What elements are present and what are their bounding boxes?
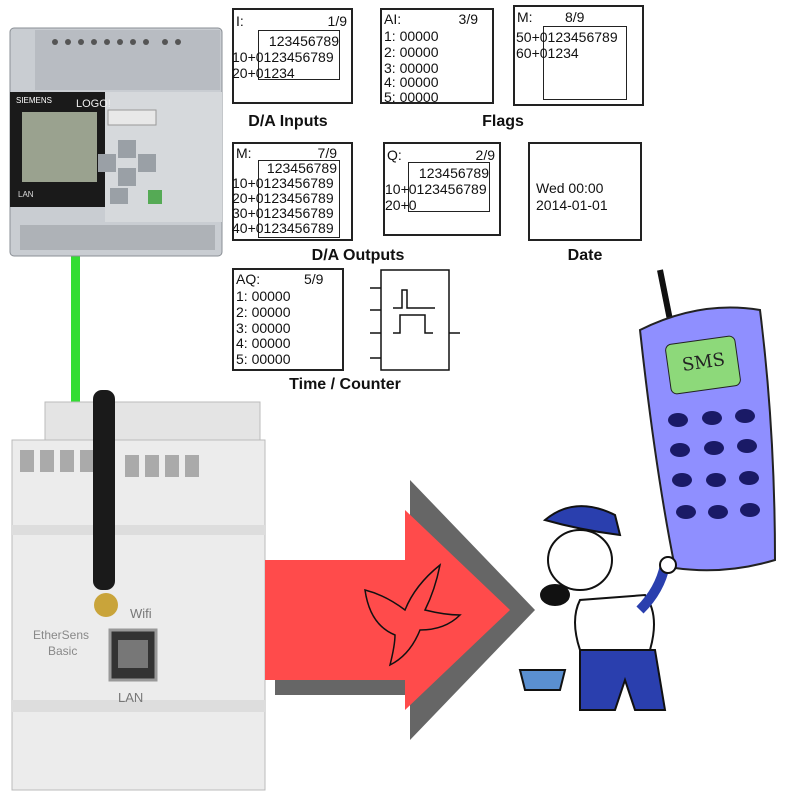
antenna-icon xyxy=(93,390,115,590)
screen-page: 2/9 xyxy=(475,147,495,163)
lcd-inputs: I: 1/9 123456789 10+0123456789 20+01234 xyxy=(232,8,353,104)
screen-page: 5/9 xyxy=(304,271,324,287)
screen-row: 1: 00000 xyxy=(384,28,439,44)
screen-row: 123456789 xyxy=(418,165,489,181)
screen-row: 20+0123456789 xyxy=(232,190,334,206)
screen-page: 3/9 xyxy=(458,11,478,27)
screen-row: 2: 00000 xyxy=(384,44,439,60)
screen-row: 10+0123456789 xyxy=(232,175,334,191)
technician-icon xyxy=(518,505,677,711)
screen-page: 7/9 xyxy=(317,145,337,161)
screen-row: 50+0123456789 xyxy=(516,29,618,45)
screen-head: M: xyxy=(236,145,252,161)
screen-row: 20+01234 xyxy=(232,65,295,81)
ethersens-device xyxy=(11,390,266,791)
lcd-flags-1: M: 7/9 123456789 10+0123456789 20+012345… xyxy=(232,142,353,241)
lcd-flags-2: M: 8/9 50+0123456789 60+01234 xyxy=(513,5,644,106)
screen-head: AQ: xyxy=(236,271,261,287)
logo-plc-device xyxy=(9,27,223,257)
arrow-icon xyxy=(265,480,535,740)
lcd-outputs: Q: 2/9 123456789 10+0123456789 20+0 xyxy=(383,142,501,236)
dove-icon xyxy=(364,563,462,667)
screen-row: 3: 00000 xyxy=(384,60,439,76)
caption-flags: Flags xyxy=(482,113,524,130)
date-time: Wed 00:00 xyxy=(536,180,604,196)
caption-outputs: D/A Outputs xyxy=(311,247,405,264)
screen-row: 10+0123456789 xyxy=(232,49,334,65)
screen-row: 4: 00000 xyxy=(384,74,439,90)
screen-head: Q: xyxy=(387,147,402,163)
screen-row: 5: 00000 xyxy=(384,89,439,105)
screen-page: 8/9 xyxy=(565,9,585,25)
lcd-analog-inputs: AI: 3/9 1: 00000 2: 00000 3: 00000 4: 00… xyxy=(380,8,494,105)
gateway-wifi-label: Wifi xyxy=(130,606,152,621)
caption-date: Date xyxy=(567,247,603,264)
screen-page: 1/9 xyxy=(327,13,347,29)
plc-port-label: LAN xyxy=(18,190,34,199)
screen-row: 30+0123456789 xyxy=(232,205,334,221)
caption-timer: Time / Counter xyxy=(289,376,401,393)
lcd-date: Wed 00:00 2014-01-01 xyxy=(528,142,642,241)
gateway-name: EtherSens xyxy=(33,628,90,642)
plc-model: LOGO! xyxy=(76,98,111,110)
screen-row: 123456789 xyxy=(266,160,337,176)
screen-row: 3: 00000 xyxy=(236,320,291,336)
screen-row: 20+0 xyxy=(385,197,417,213)
screen-row: 123456789 xyxy=(268,33,339,49)
screen-head: M: xyxy=(517,9,533,25)
gateway-variant: Basic xyxy=(48,644,78,658)
screen-row: 2: 00000 xyxy=(236,304,291,320)
screen-head: AI: xyxy=(384,11,402,27)
screen-row: 4: 00000 xyxy=(236,335,291,351)
plc-brand: SIEMENS xyxy=(16,96,53,105)
gateway-lan-label: LAN xyxy=(118,690,144,705)
timer-block-icon xyxy=(370,269,460,371)
screen-row: 60+01234 xyxy=(516,45,579,61)
screen-row: 5: 00000 xyxy=(236,351,291,367)
caption-inputs: D/A Inputs xyxy=(248,113,328,130)
screen-head: I: xyxy=(236,13,244,29)
mobile-phone-icon xyxy=(638,269,777,572)
screen-row: 10+0123456789 xyxy=(385,181,487,197)
screen-row: 40+0123456789 xyxy=(232,220,334,236)
date-value: 2014-01-01 xyxy=(536,197,608,213)
screen-row: 1: 00000 xyxy=(236,288,291,304)
lcd-analog-outputs: AQ: 5/9 1: 00000 2: 00000 3: 00000 4: 00… xyxy=(232,268,344,371)
network-cable xyxy=(71,252,80,402)
